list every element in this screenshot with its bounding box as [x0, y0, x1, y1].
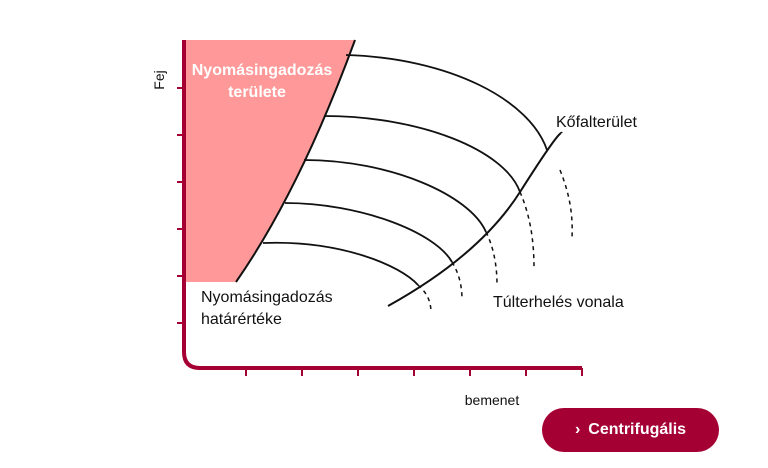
surge-area-label-line2: területe: [228, 84, 286, 101]
centrifugal-button-label: Centrifugális: [588, 421, 687, 438]
curve-extension: [519, 191, 535, 269]
performance-curve: [262, 241, 419, 286]
curve-extension: [417, 284, 432, 311]
curve-extension: [451, 261, 463, 301]
surge-limit-line: [235, 39, 356, 283]
chart-axes: [182, 40, 582, 370]
performance-curve: [345, 54, 548, 151]
x-ticks: [245, 368, 583, 376]
stonewall-label: Kőfalterület: [556, 114, 637, 131]
chevron-right-icon: ›: [574, 421, 581, 438]
y-axis-label: Fej: [151, 70, 167, 89]
surge-limit-label-line1: Nyomásingadozás: [201, 289, 333, 306]
surge-area-label-line1: Nyomásingadozás: [192, 62, 333, 79]
surge-limit-label-line2: határértéke: [201, 311, 282, 328]
surge-area: [186, 40, 355, 282]
overload-label: Túlterhelés vonala: [493, 294, 624, 311]
curve-extension: [559, 169, 573, 239]
overload-line: [387, 131, 563, 307]
performance-curve: [323, 115, 521, 193]
performance-curve: [284, 202, 453, 263]
y-ticks: [177, 87, 184, 324]
curve-extension: [485, 231, 498, 286]
centrifugal-button[interactable]: › Centrifugális: [542, 408, 719, 452]
performance-curves: [262, 54, 548, 286]
x-axis-label: bemenet: [465, 392, 520, 408]
performance-curve: [303, 159, 487, 233]
